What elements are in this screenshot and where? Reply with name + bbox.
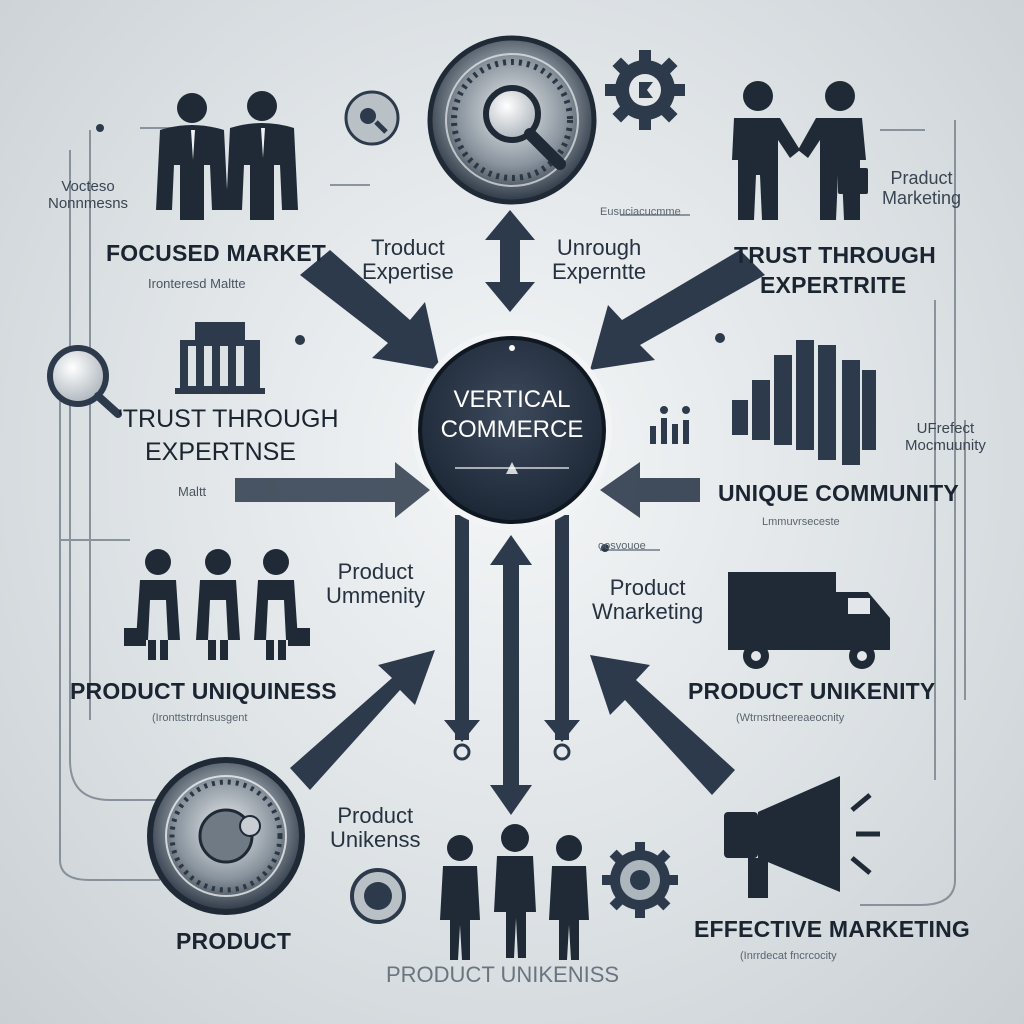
label-unique-community: UNIQUE COMMUNITY	[718, 480, 959, 506]
label-trust-left-sub: Maltt	[178, 484, 207, 499]
handshake-icon	[732, 81, 868, 220]
small-product-unikenss-2: Unikenss	[330, 827, 421, 852]
small-product-ummenity: Product Ummenity	[326, 560, 425, 608]
small-product-ummenity-1: Product	[337, 559, 414, 584]
magnifier-seal-icon	[427, 35, 597, 205]
small-product-unikenss-1: Product	[337, 803, 414, 828]
arrow-left	[235, 462, 430, 518]
team-three-icon	[124, 549, 310, 660]
small-product-expertise-1: Troduct	[370, 235, 445, 260]
businessmen-pair-icon	[156, 91, 298, 220]
small-product-unikenss: Product Unikenss	[330, 804, 420, 852]
label-product: PRODUCT	[176, 928, 292, 954]
hub-title: VERTICAL COMMERCE	[420, 385, 604, 445]
hub-title-line2: COMMERCE	[440, 416, 584, 443]
label-effective-marketing-sub: (Inrrdecat fncrcocity	[740, 950, 837, 962]
small-product-wnarketing-1: Product	[609, 575, 686, 600]
label-product-uniqueness: PRODUCT UNIQUINESS	[70, 678, 337, 704]
mini-bars-icon	[650, 406, 690, 444]
label-product-uniqueness-sub: (Ironttstrrdnsusgent	[152, 712, 248, 724]
small-product-expertise-2: Expertise	[362, 259, 454, 284]
small-unrough-1: Unrough	[556, 235, 642, 260]
arrows	[235, 210, 765, 795]
megaphone-icon	[724, 776, 880, 898]
hub-title-line1: VERTICAL	[453, 386, 571, 413]
label-effective-marketing: EFFECTIVE MARKETING	[694, 916, 970, 942]
small-unrough: Unrough Experntte	[552, 236, 646, 284]
small-unrough-2: Experntte	[552, 259, 647, 284]
small-ufrefect: UFrefect Mocmuunity	[905, 420, 986, 454]
truck-icon	[728, 572, 890, 669]
small-product-expertise: Troduct Expertise	[362, 236, 454, 284]
label-trust-right-2: EXPERTRITE	[760, 272, 907, 298]
small-tiny-top-right: Eusuciacucmme	[600, 206, 681, 218]
label-product-unikenity-sub: (Wtrnsrtneereaeocnity	[736, 712, 845, 724]
arrow-top-double	[485, 210, 535, 312]
label-trust-left-1: 'TRUST THROUGH	[118, 405, 339, 433]
small-praduct-2: Marketing	[882, 188, 962, 208]
people-group-icon	[440, 824, 589, 960]
small-praduct-1: Praduct	[890, 168, 953, 188]
gear-coin-icon	[602, 842, 678, 918]
small-ufrefect-2: Mocmuunity	[905, 437, 986, 454]
arrow-bottom-right	[590, 655, 735, 795]
building-icon	[175, 322, 265, 394]
small-vocteso-1: Vocteso	[61, 178, 115, 195]
label-trust-left-2: EXPERTNSE	[145, 438, 296, 466]
label-focused-market-sub: Ironteresd Maltte	[148, 276, 246, 291]
small-vocteso: Vocteso Nonnmesns	[48, 178, 128, 212]
small-product-ummenity-2: Ummenity	[326, 583, 426, 608]
small-praduct: Praduct Marketing	[882, 168, 961, 208]
decor-dots	[96, 124, 725, 552]
arrow-right	[600, 462, 700, 518]
label-trust-right-1: TRUST THROUGH	[734, 242, 936, 268]
small-product-wnarketing: Product Wnarketing	[592, 576, 703, 624]
arrow-top-right	[590, 250, 765, 370]
small-ufrefect-1: UFrefect	[916, 420, 975, 437]
hub	[412, 330, 612, 530]
small-tiny-center-right: oosvouoe	[598, 540, 646, 552]
label-product-unikeniss-bottom: PRODUCT UNIKENISS	[386, 962, 620, 987]
emblem-icon	[344, 90, 400, 146]
label-unique-community-sub: Lmmuvrseceste	[762, 516, 840, 528]
bar-chart-icon	[732, 340, 876, 465]
seal-coin-icon	[147, 757, 305, 915]
small-vocteso-2: Nonnmesns	[48, 195, 129, 212]
vertical-arrows	[444, 515, 580, 815]
small-product-wnarketing-2: Wnarketing	[592, 599, 704, 624]
coin-icon	[350, 868, 406, 924]
arrow-top-left	[300, 250, 440, 370]
magnifier-icon	[47, 345, 122, 418]
connector-lines	[59, 120, 966, 906]
arrow-bottom-left	[290, 650, 435, 790]
label-product-unikenity: PRODUCT UNIKENITY	[688, 678, 936, 704]
label-focused-market: FOCUSED MARKET	[106, 240, 327, 266]
gear-icon	[605, 50, 685, 130]
